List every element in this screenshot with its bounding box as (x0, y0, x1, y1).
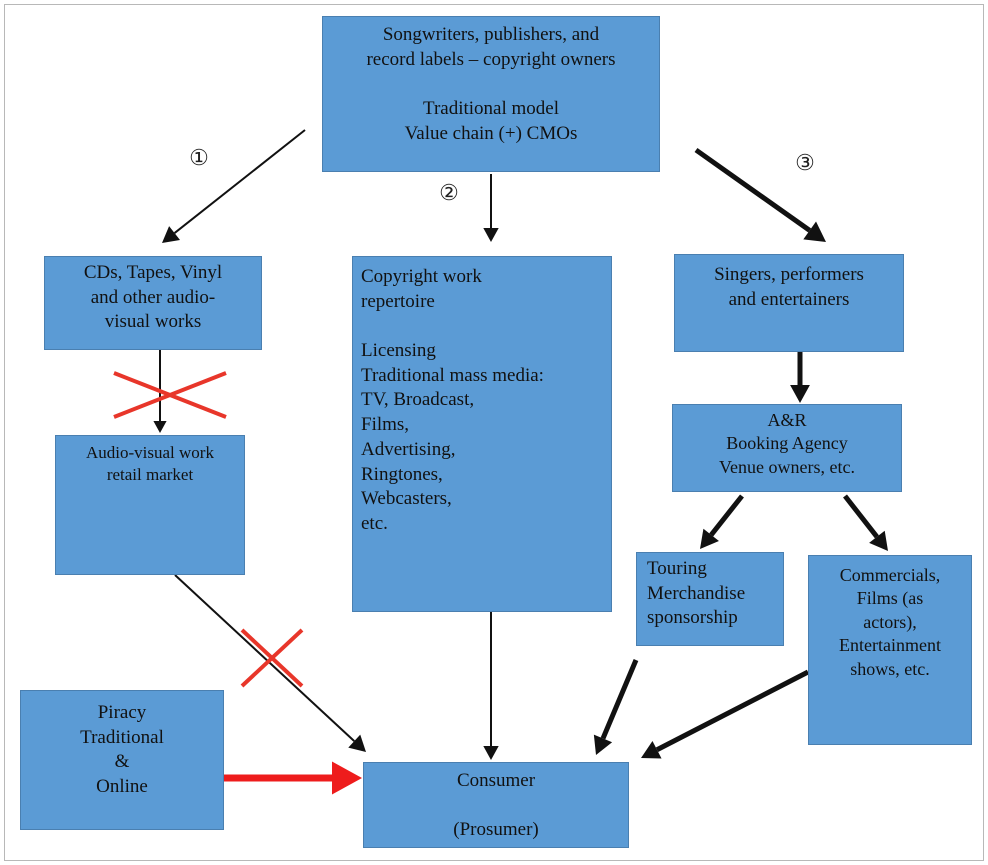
arrow-owners-to-repertoire-head (483, 228, 499, 242)
arrow-owners-to-performers (694, 147, 812, 233)
path-marker-1: ① (189, 145, 209, 170)
node-copyright-repertoire: Copyright work repertoire Licensing Trad… (352, 256, 612, 612)
arrow-commercials-to-consumer (655, 669, 810, 752)
arrow-repertoire-to-consumer-head (483, 746, 499, 760)
arrow-agency-to-touring (709, 494, 744, 537)
node-piracy: Piracy Traditional & Online (20, 690, 224, 830)
node-commercials: Commercials, Films (as actors), Entertai… (808, 555, 972, 745)
arrow-touring-to-consumer-head (593, 734, 613, 755)
arrow-owners-to-performers-head (803, 221, 826, 242)
arrow-piracy-to-consumer-head (332, 761, 362, 795)
path-marker-2: ② (439, 180, 459, 205)
arrow-physical-to-retail-head (153, 421, 167, 433)
node-booking-agency: A&R Booking Agency Venue owners, etc. (672, 404, 902, 492)
node-copyright-owners: Songwriters, publishers, and record labe… (322, 16, 660, 172)
arrow-owners-to-physical-head (162, 226, 181, 243)
arrow-agency-to-commercials-head (869, 530, 888, 551)
arrow-performers-to-agency-head (790, 385, 810, 403)
node-consumer: Consumer (Prosumer) (363, 762, 629, 848)
arrow-touring-to-consumer (600, 659, 639, 740)
node-touring: Touring Merchandise sponsorship (636, 552, 784, 646)
arrow-retail-to-consumer-head (348, 734, 366, 752)
arrow-agency-to-touring-head (700, 528, 719, 549)
blocked-cross-physical-retail (113, 371, 227, 419)
node-physical-media: CDs, Tapes, Vinyl and other audio- visua… (44, 256, 262, 350)
node-performers: Singers, performers and entertainers (674, 254, 904, 352)
arrow-owners-to-physical (173, 129, 306, 234)
path-marker-3: ③ (795, 150, 815, 175)
arrow-commercials-to-consumer-head (641, 740, 662, 759)
blocked-cross-retail-consumer (240, 628, 304, 688)
arrow-agency-to-commercials (843, 494, 879, 539)
node-retail-market: Audio-visual work retail market (55, 435, 245, 575)
arrow-retail-to-consumer (174, 574, 355, 742)
diagram-frame (4, 4, 984, 861)
